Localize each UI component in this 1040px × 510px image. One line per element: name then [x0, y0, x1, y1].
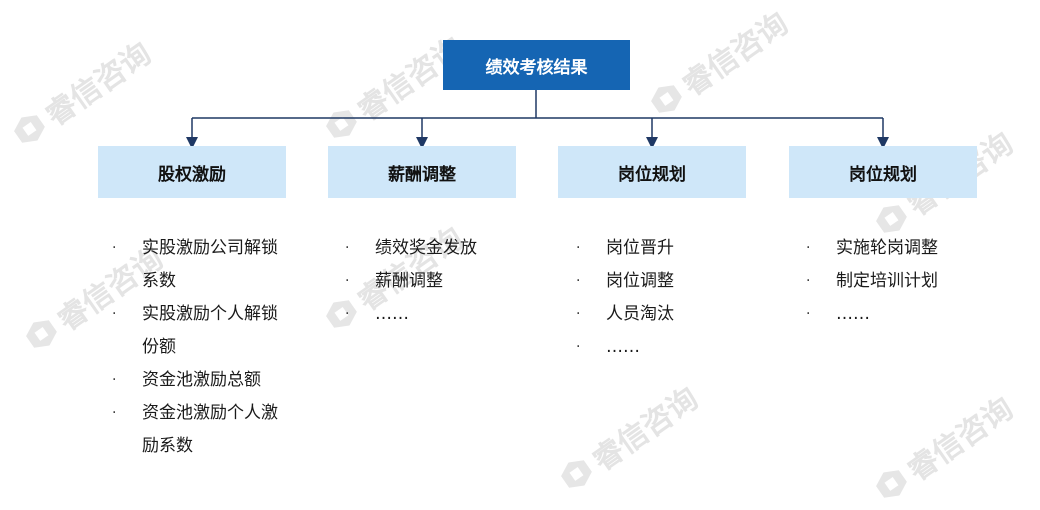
category-node-position-planning-2: 岗位规划 — [789, 146, 977, 198]
bullet-icon: · — [576, 339, 581, 355]
list-item: ·实股激励公司解锁系数 — [112, 232, 292, 298]
list-item: ·岗位晋升 — [576, 232, 756, 265]
item-list-salary-adjustment: ·绩效奖金发放 ·薪酬调整 ·…… — [345, 232, 535, 331]
list-item: ·资金池激励总额 — [112, 364, 292, 397]
root-node-label: 绩效考核结果 — [485, 57, 588, 78]
list-item: ·薪酬调整 — [345, 265, 535, 298]
bullet-icon: · — [576, 240, 581, 256]
bullet-icon: · — [112, 306, 117, 322]
category-node-salary-adjustment: 薪酬调整 — [328, 146, 516, 198]
item-list-position-planning-2: ·实施轮岗调整 ·制定培训计划 ·…… — [806, 232, 1006, 331]
category-label: 薪酬调整 — [388, 164, 456, 185]
category-node-equity-incentive: 股权激励 — [98, 146, 286, 198]
item-list-equity-incentive: ·实股激励公司解锁系数 ·实股激励个人解锁份额 ·资金池激励总额 ·资金池激励个… — [112, 232, 292, 463]
bullet-icon: · — [112, 240, 117, 256]
bullet-icon: · — [806, 273, 811, 289]
bullet-icon: · — [345, 306, 350, 322]
bullet-icon: · — [806, 240, 811, 256]
bullet-icon: · — [345, 273, 350, 289]
list-item: ·岗位调整 — [576, 265, 756, 298]
root-node: 绩效考核结果 — [443, 40, 630, 90]
list-item: ·…… — [576, 331, 756, 364]
list-item: ·实施轮岗调整 — [806, 232, 1006, 265]
category-label: 股权激励 — [158, 164, 226, 185]
list-item: ·制定培训计划 — [806, 265, 1006, 298]
list-item: ·实股激励个人解锁份额 — [112, 298, 292, 364]
category-node-position-planning: 岗位规划 — [558, 146, 746, 198]
bullet-icon: · — [576, 273, 581, 289]
item-list-position-planning: ·岗位晋升 ·岗位调整 ·人员淘汰 ·…… — [576, 232, 756, 364]
list-item: ·资金池激励个人激励系数 — [112, 397, 292, 463]
list-item: ·人员淘汰 — [576, 298, 756, 331]
bullet-icon: · — [806, 306, 811, 322]
category-label: 岗位规划 — [618, 164, 686, 185]
bullet-icon: · — [112, 372, 117, 388]
list-item: ·绩效奖金发放 — [345, 232, 535, 265]
bullet-icon: · — [576, 306, 581, 322]
bullet-icon: · — [112, 405, 117, 421]
bullet-icon: · — [345, 240, 350, 256]
connector-lines — [186, 90, 889, 149]
category-label: 岗位规划 — [849, 164, 917, 185]
list-item: ·…… — [806, 298, 1006, 331]
list-item: ·…… — [345, 298, 535, 331]
